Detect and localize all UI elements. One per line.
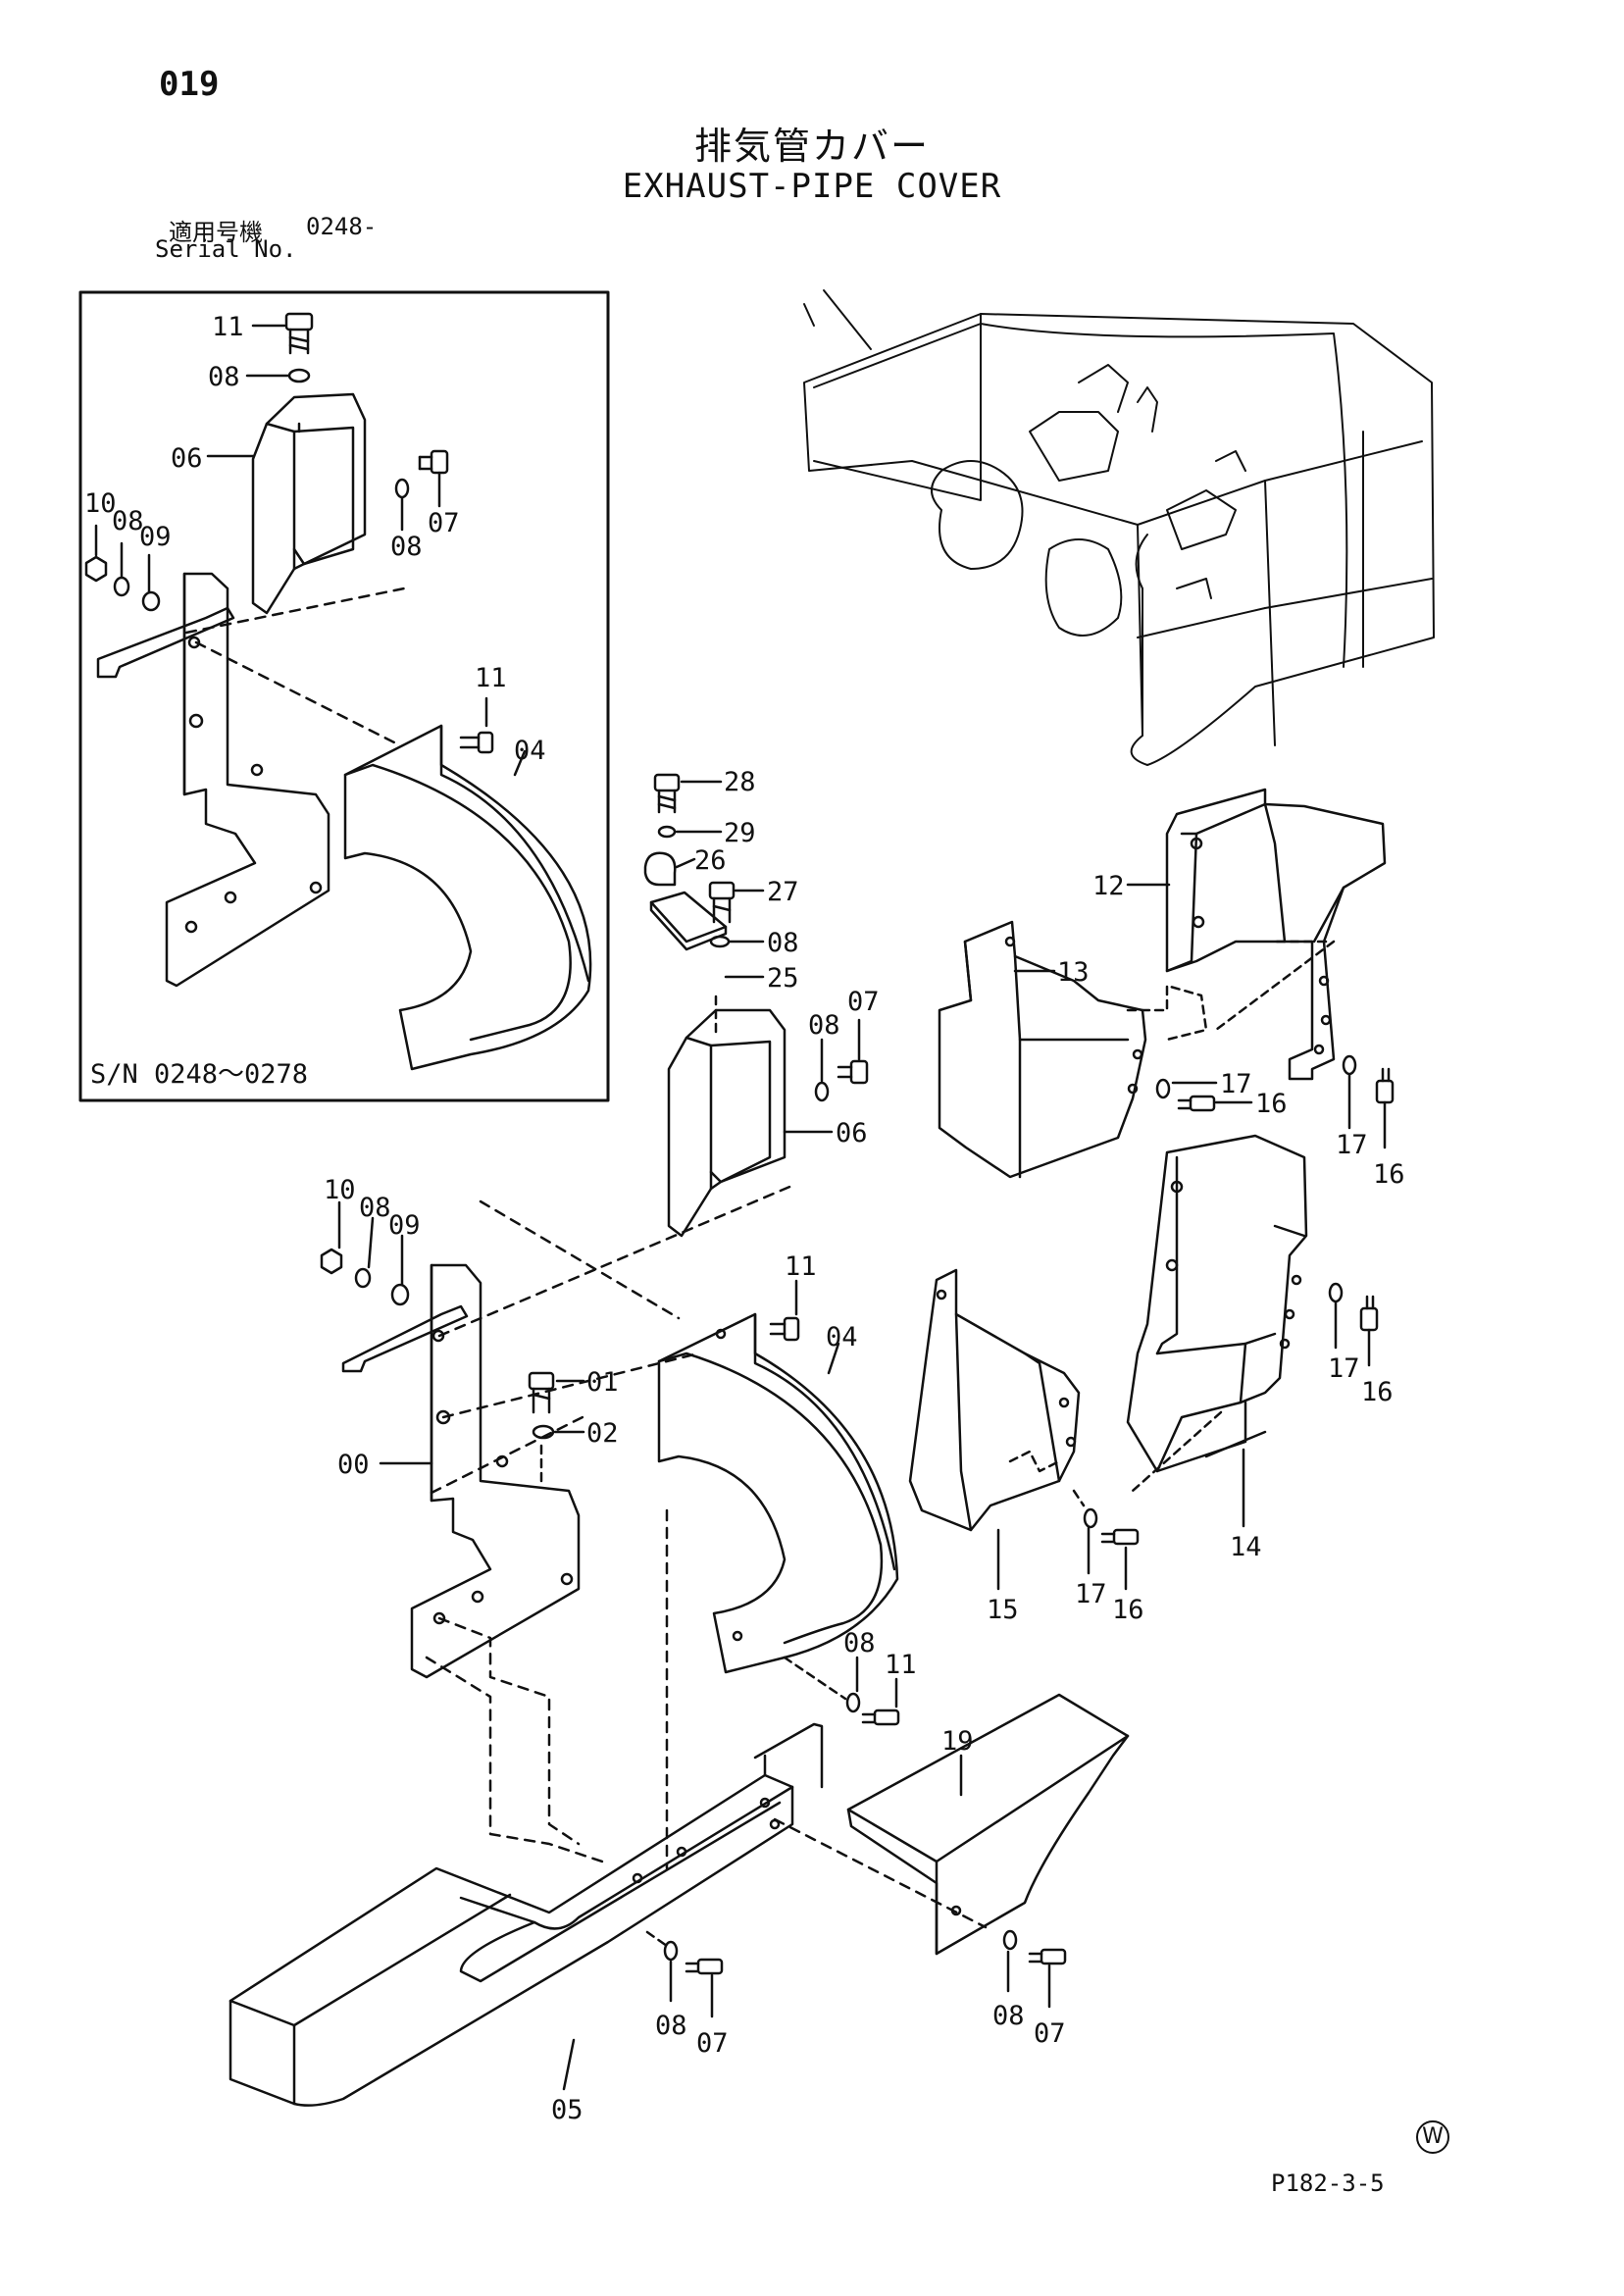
callout-label: 16: [1361, 1377, 1394, 1407]
bolt-icon: [708, 881, 736, 924]
callout-label: 08: [359, 1193, 391, 1223]
bolt-icon: [837, 1059, 869, 1085]
callout-label: 26: [694, 845, 727, 876]
callout-label: 08: [655, 2011, 687, 2041]
callout-label: 08: [767, 928, 799, 958]
frame-rail-05: [228, 1722, 824, 2107]
callout-label: 05: [551, 2095, 584, 2125]
bolt-icon: [685, 1958, 724, 1975]
stand-bracket-00: [341, 1263, 581, 1679]
callout-label: 10: [84, 488, 117, 519]
inset-stand-bracket: [96, 572, 330, 988]
bolt-icon: [528, 1371, 555, 1414]
bolt-icon: [769, 1316, 800, 1342]
inset-bracket-06: [251, 392, 367, 615]
page-title-japanese: 排気管カバー: [693, 125, 930, 168]
bolt-icon: [459, 731, 494, 754]
callout-label: 07: [696, 2028, 729, 2059]
callout-label: 12: [1092, 871, 1125, 901]
cover-14: [1126, 1134, 1308, 1473]
clamp-icon: [643, 851, 728, 951]
inset-exhaust-cover-04: [343, 724, 592, 1071]
washer-icon: [1083, 1507, 1098, 1529]
callout-label: 07: [1034, 2018, 1066, 2049]
page-title-english: EXHAUST-PIPE COVER: [622, 167, 1002, 206]
callout-label: 17: [1220, 1069, 1252, 1099]
callout-label: 16: [1112, 1595, 1144, 1625]
callout-label: 28: [724, 767, 756, 797]
callout-label: 11: [212, 312, 244, 342]
callout-label: 00: [337, 1450, 370, 1480]
callout-label: 08: [992, 2001, 1025, 2031]
callout-label: 11: [885, 1650, 917, 1680]
washer-icon: [845, 1692, 861, 1713]
callout-label: 10: [324, 1175, 356, 1205]
washer-icon: [141, 590, 161, 612]
bolt-icon: [1028, 1948, 1067, 1965]
nut-icon: [84, 555, 108, 583]
callout-label: 16: [1373, 1159, 1405, 1190]
bolt-icon: [861, 1709, 900, 1726]
callout-label: 29: [724, 818, 756, 848]
callout-label: 08: [390, 532, 423, 562]
callout-label: 17: [1336, 1130, 1368, 1160]
callout-label: 17: [1075, 1579, 1107, 1609]
bracket-06: [667, 995, 787, 1238]
callout-label: 09: [388, 1210, 421, 1241]
washer-icon: [354, 1267, 372, 1289]
washer-icon: [657, 825, 677, 839]
callout-label: 07: [847, 987, 880, 1017]
inset-range-label: S/N 0248～0278: [90, 1059, 308, 1090]
callout-label: 27: [767, 877, 799, 907]
callout-label: 11: [785, 1251, 817, 1282]
inset-frame: [78, 290, 610, 1102]
engine-illustration: [803, 289, 1435, 766]
bolt-icon: [284, 312, 314, 355]
washer-icon: [1155, 1078, 1171, 1099]
callout-label: 16: [1255, 1089, 1288, 1119]
callout-label: 13: [1057, 957, 1090, 988]
washer-icon: [1002, 1929, 1018, 1951]
bolt-icon: [1177, 1095, 1216, 1112]
nut-icon: [320, 1248, 343, 1275]
callout-label: 25: [767, 963, 799, 994]
callout-label: 07: [428, 508, 460, 538]
callout-label: 17: [1328, 1353, 1360, 1384]
callout-label: 14: [1230, 1532, 1262, 1562]
serial-label-japanese: 適用号機: [169, 219, 263, 246]
figure-code: P182-3-5: [1271, 2169, 1385, 2197]
callout-label: 08: [112, 506, 144, 536]
bolt-icon: [653, 773, 681, 814]
callout-label: 01: [586, 1367, 619, 1398]
callout-label: 08: [808, 1010, 840, 1041]
brand-logo-mark: W: [1416, 2120, 1449, 2154]
serial-label-english: Serial No.: [155, 235, 297, 263]
bracket-19: [846, 1693, 1130, 1956]
callout-label: 15: [987, 1595, 1019, 1625]
bolt-icon: [1100, 1528, 1140, 1546]
callout-label: 06: [836, 1118, 868, 1148]
callout-label: 08: [843, 1628, 876, 1658]
callout-label: 19: [941, 1726, 974, 1757]
washer-icon: [390, 1283, 410, 1306]
callout-label: 09: [139, 522, 172, 552]
callout-label: 04: [826, 1322, 858, 1352]
washer-icon: [663, 1940, 679, 1962]
page-number: 019: [159, 65, 220, 104]
callout-label: 02: [586, 1418, 619, 1449]
callout-label: 11: [475, 663, 507, 693]
cover-12: [1165, 788, 1387, 1081]
cover-15: [908, 1268, 1081, 1532]
callout-label: 04: [514, 736, 546, 766]
callout-label: 06: [171, 443, 203, 474]
serial-value: 0248-: [306, 213, 378, 240]
exhaust-cover-04: [657, 1312, 899, 1674]
washer-icon: [814, 1081, 830, 1102]
cover-13: [938, 920, 1147, 1179]
callout-label: 08: [208, 362, 240, 392]
bolt-icon: [418, 449, 449, 475]
